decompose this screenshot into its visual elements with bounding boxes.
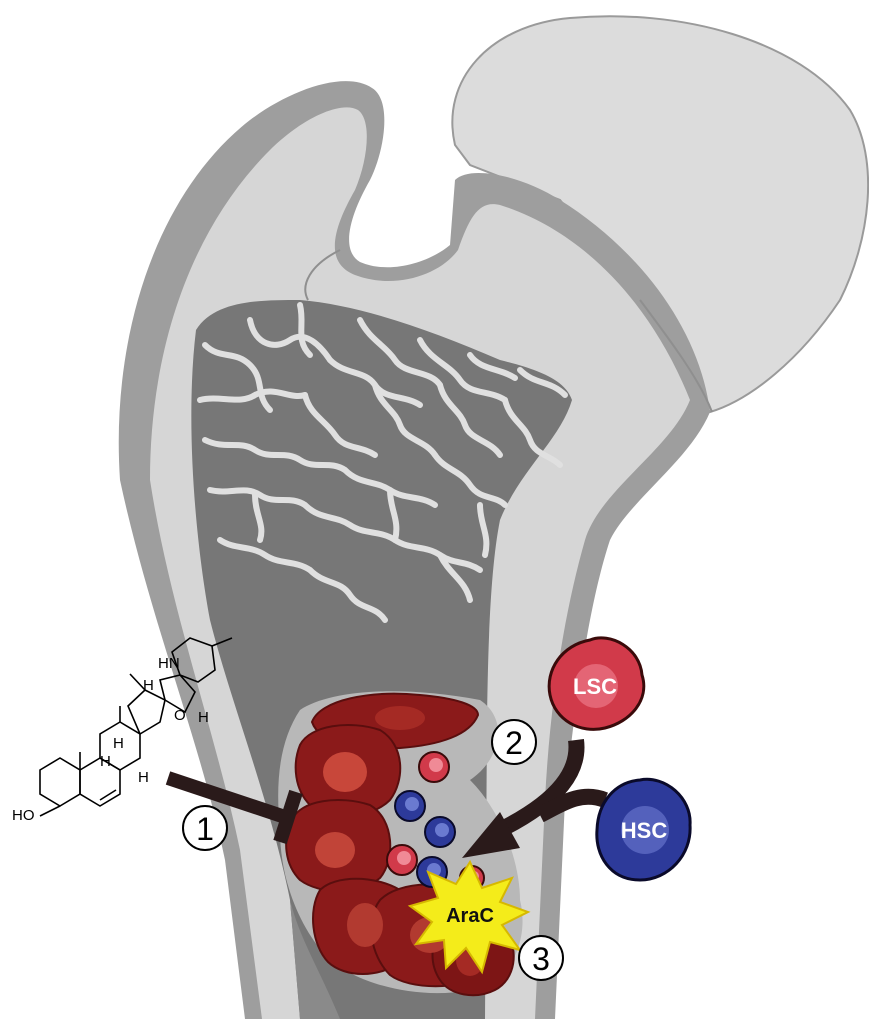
structure-h: H — [113, 735, 124, 752]
structure-h: H — [100, 753, 111, 770]
small-hsc-cell — [395, 791, 425, 821]
small-lsc-cell — [387, 845, 417, 875]
structure-h: H — [138, 769, 149, 786]
lsc-label: LSC — [573, 674, 617, 699]
lsc-cell: LSC — [549, 638, 644, 729]
hsc-cell: HSC — [597, 779, 690, 880]
tumor-nucleus — [315, 832, 355, 868]
hsc-label: HSC — [621, 818, 668, 843]
tumor-nucleus — [347, 903, 383, 947]
marker-2: 2 — [492, 720, 536, 764]
marker-2-label: 2 — [505, 725, 523, 761]
structure-nh: HN — [158, 655, 180, 672]
marker-1: 1 — [183, 806, 227, 850]
marker-3-label: 3 — [532, 941, 550, 977]
structure-h: H — [143, 677, 154, 694]
marker-1-label: 1 — [196, 811, 214, 847]
tumor-nucleus — [375, 706, 425, 730]
structure-ho: HO — [12, 807, 35, 824]
arac-label: AraC — [446, 905, 494, 927]
structure-o: O — [174, 707, 186, 724]
small-lsc-cell — [419, 752, 449, 782]
small-hsc-cell — [425, 817, 455, 847]
tumor-nucleus — [323, 752, 367, 792]
marker-3: 3 — [519, 936, 563, 980]
structure-h: H — [198, 709, 209, 726]
